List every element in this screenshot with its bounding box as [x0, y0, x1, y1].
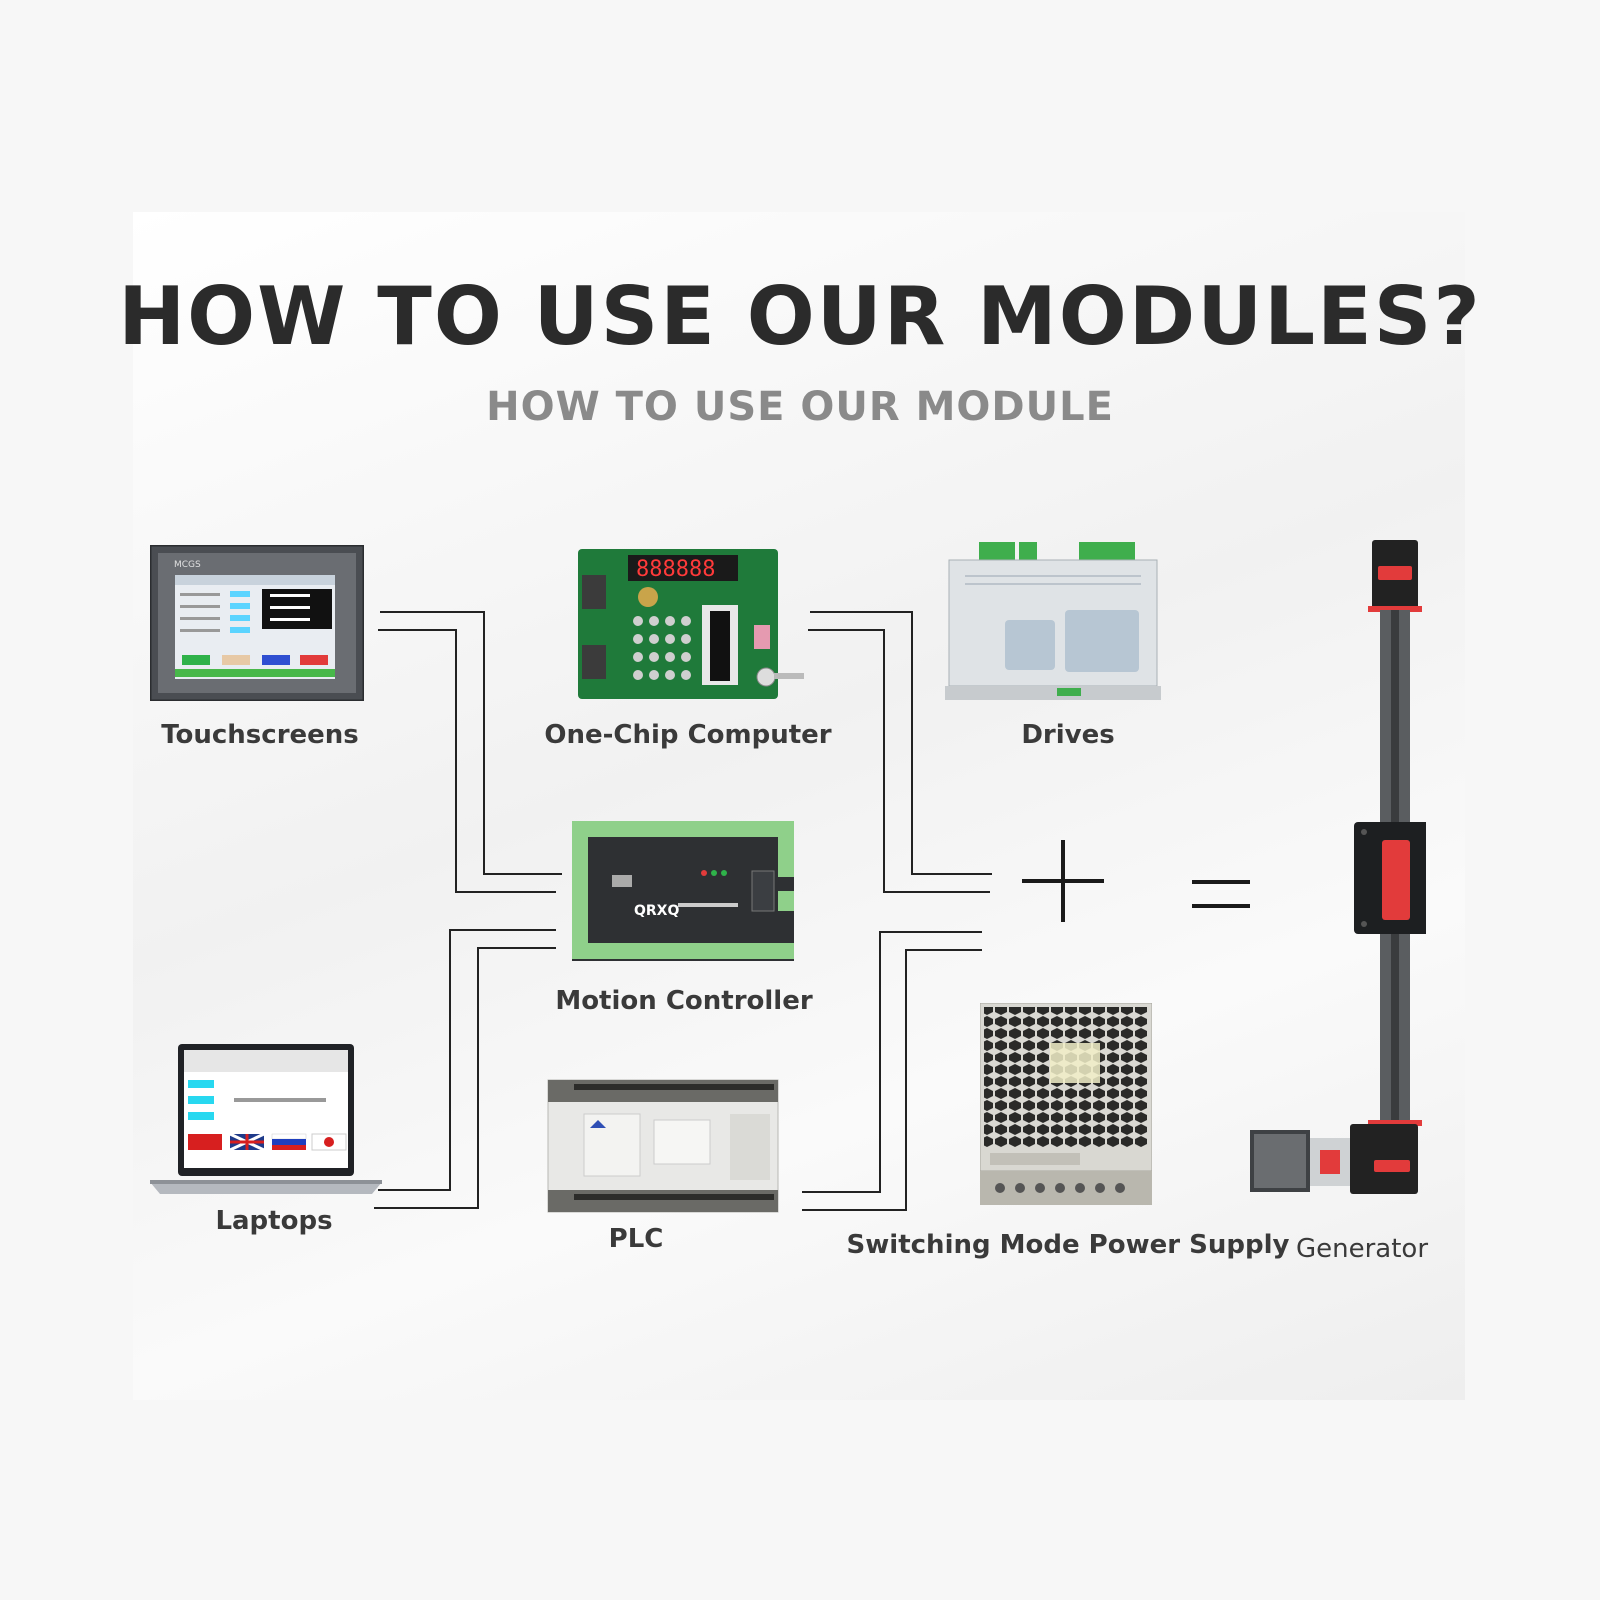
drives-image	[945, 542, 1161, 700]
background-panel	[133, 212, 1465, 1400]
label-drives: Drives	[1021, 720, 1115, 750]
wire-chip-outer	[810, 611, 992, 875]
power-supply-image	[980, 1003, 1152, 1205]
wire-plc-outer	[802, 931, 982, 1193]
motion-controller-image: QRXQ	[572, 821, 794, 961]
wire-chip-inner	[808, 629, 990, 893]
wire-laptop-inner	[374, 947, 556, 1209]
touchscreen-brand: MCGS	[174, 560, 201, 570]
touchscreen-image: MCGS	[150, 545, 364, 701]
wire-plc-inner	[802, 949, 982, 1211]
label-plc: PLC	[608, 1224, 664, 1254]
plus-icon	[1022, 840, 1104, 922]
page-subtitle: HOW TO USE OUR MODULE	[486, 384, 1114, 430]
segment-display: 888888	[636, 557, 715, 582]
plc-image	[547, 1079, 779, 1213]
label-motion-controller: Motion Controller	[555, 986, 813, 1016]
label-power-supply: Switching Mode Power Supply	[846, 1230, 1290, 1260]
one-chip-computer-image: 888888	[578, 549, 804, 699]
linear-module-image	[1250, 540, 1426, 1194]
label-generator: Generator	[1295, 1234, 1429, 1264]
label-laptops: Laptops	[215, 1206, 333, 1236]
page-title: HOW TO USE OUR MODULES?	[118, 270, 1482, 363]
laptop-image	[150, 1044, 382, 1194]
label-one-chip-computer: One-Chip Computer	[544, 720, 832, 750]
equals-icon	[1192, 880, 1250, 908]
wire-touchscreen-outer	[380, 611, 562, 875]
label-touchscreens: Touchscreens	[161, 720, 359, 750]
wire-touchscreen-inner	[378, 629, 556, 893]
motion-controller-brand: QRXQ	[634, 903, 679, 919]
wire-laptop-outer	[378, 929, 556, 1191]
